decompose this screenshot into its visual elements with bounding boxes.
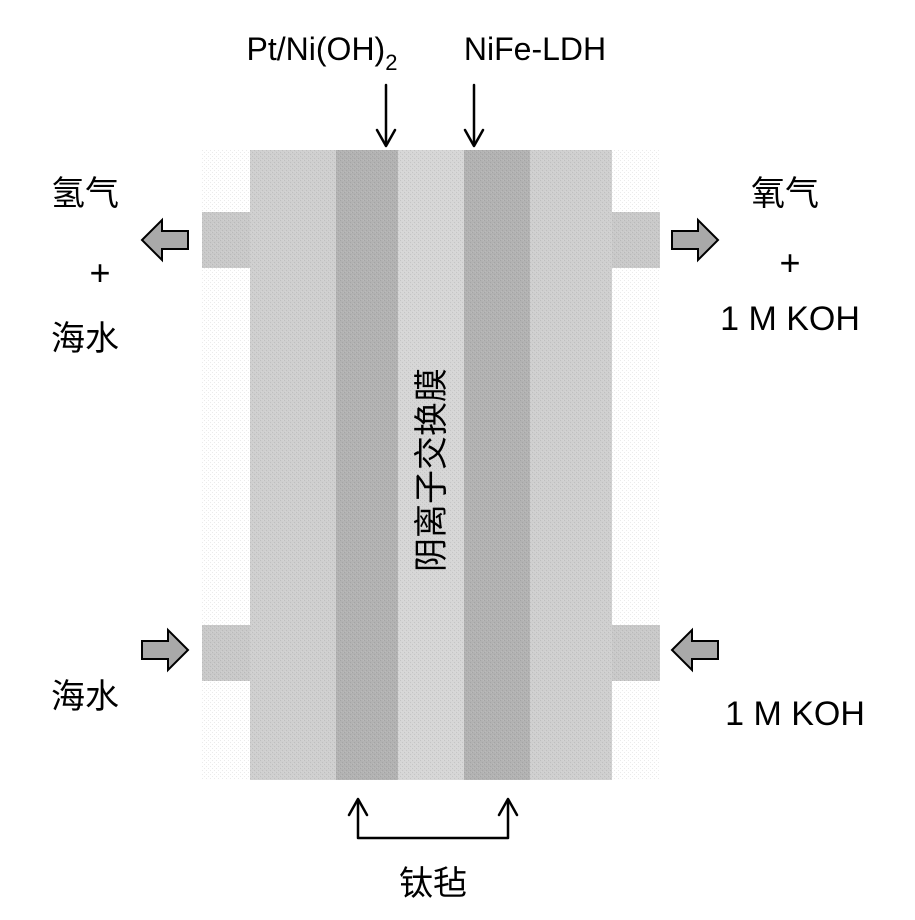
left-inlet-label: 海水 xyxy=(51,678,119,716)
anode-plate xyxy=(530,150,612,780)
right-outlet-liquid: 1 M KOH xyxy=(720,300,860,338)
anode-catalyst-pointer xyxy=(465,85,483,146)
right-bottom-port xyxy=(612,625,660,681)
titanium-felt-bracket xyxy=(349,799,517,838)
left-top-port xyxy=(202,212,250,268)
left-outlet-arrow-icon xyxy=(142,220,188,260)
anode-catalyst-label: NiFe-LDH xyxy=(464,31,606,67)
cathode-catalyst-layer xyxy=(336,150,398,780)
left-outlet-plus: + xyxy=(89,252,110,293)
anode-catalyst-layer xyxy=(464,150,530,780)
right-top-port xyxy=(612,212,660,268)
cathode-catalyst-pointer xyxy=(377,85,395,146)
right-outlet-gas: 氧气 xyxy=(751,175,819,213)
cathode-plate xyxy=(250,150,336,780)
left-bottom-port xyxy=(202,625,250,681)
left-outlet-liquid: 海水 xyxy=(51,320,119,358)
right-inlet-arrow-icon xyxy=(672,630,718,670)
membrane-label: 阴离子交换膜 xyxy=(413,368,451,572)
cathode-catalyst-label: Pt/Ni(OH)2 xyxy=(247,31,398,75)
left-inlet-arrow-icon xyxy=(142,630,188,670)
svg-text:阴离子交换膜: 阴离子交换膜 xyxy=(413,368,451,572)
right-outlet-arrow-icon xyxy=(672,220,718,260)
left-outlet-gas: 氢气 xyxy=(51,175,119,213)
titanium-felt-label: 钛毡 xyxy=(399,865,467,903)
right-outlet-plus: + xyxy=(779,242,800,283)
right-inlet-label: 1 M KOH xyxy=(725,695,865,733)
